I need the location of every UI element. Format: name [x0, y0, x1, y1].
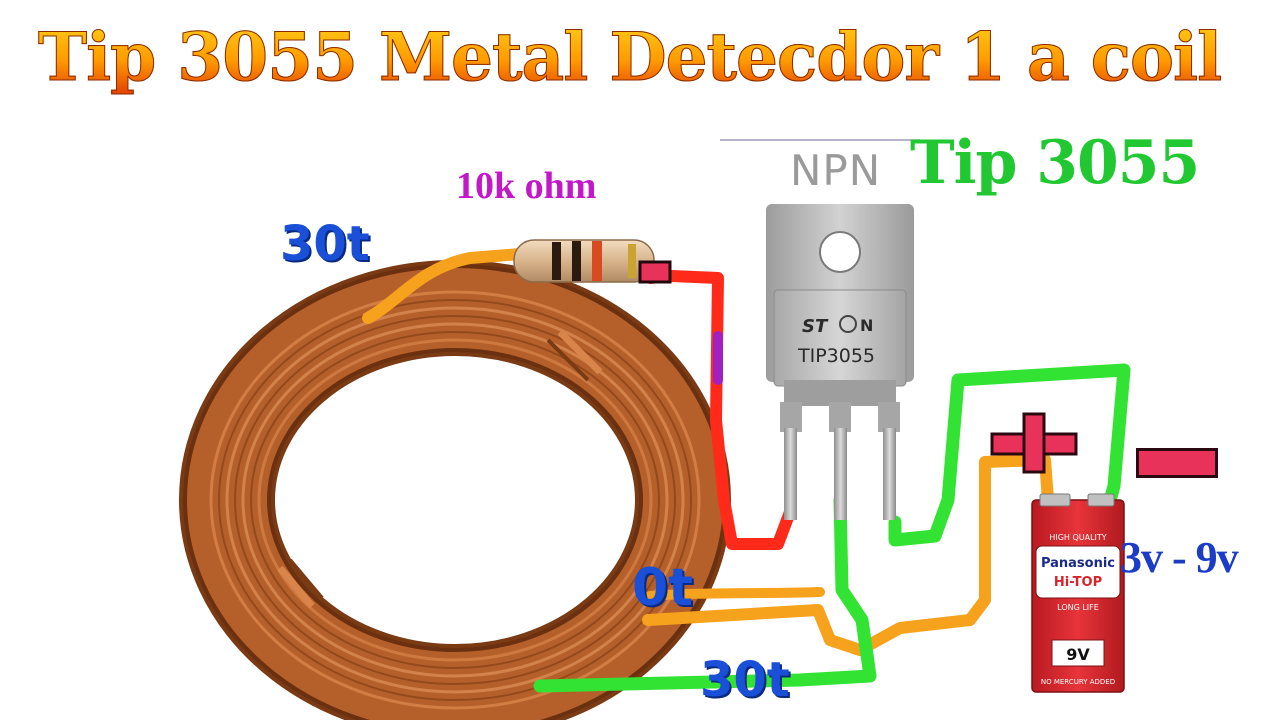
battery-note-text: NO MERCURY ADDED	[1041, 678, 1115, 686]
battery-model-text: Hi-TOP	[1054, 575, 1102, 590]
coil-turns-top-label: 30t	[280, 216, 370, 272]
battery-brand-text: Panasonic	[1041, 556, 1115, 571]
battery-quality-text: HIGH QUALITY	[1049, 533, 1106, 542]
voltage-range-label: 3v - 9v	[1120, 533, 1239, 582]
minus-sign-icon: -	[1136, 448, 1218, 478]
transistor-part-marking: TIP3055	[797, 345, 875, 367]
green-wires	[533, 363, 1131, 693]
red-wire	[644, 270, 796, 550]
transistor: ST N TIP3055	[766, 204, 914, 520]
page-title: Tip 3055 Metal Detecdor 1 a coil	[37, 18, 1222, 97]
resistor	[513, 239, 672, 284]
plus-sign-icon: +	[990, 412, 1078, 474]
orange-wires	[362, 248, 1054, 656]
copper-coil	[179, 260, 731, 720]
coil-turns-mid-label: 0t	[632, 558, 694, 618]
npn-label: NPN	[790, 146, 882, 195]
battery-rating-text: 9V	[1066, 645, 1090, 664]
battery: HIGH QUALITY Panasonic Hi-TOP LONG LIFE …	[1031, 493, 1125, 693]
transistor-brand-marking: ST	[802, 316, 829, 337]
transistor-name-label: Tip 3055	[910, 128, 1200, 198]
coil-turns-bottom-label: 30t	[700, 652, 790, 708]
transistor-n-marking: N	[860, 316, 873, 335]
battery-life-text: LONG LIFE	[1057, 603, 1099, 612]
resistor-label: 10k ohm	[456, 165, 597, 207]
